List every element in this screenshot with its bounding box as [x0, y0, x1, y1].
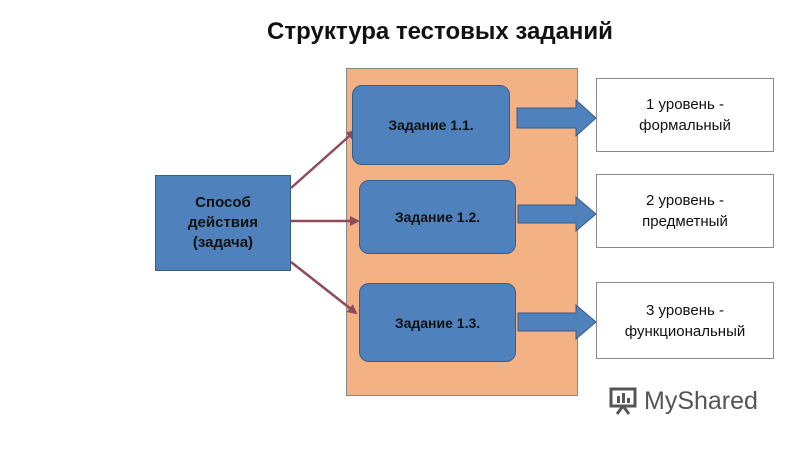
task-box-3: Задание 1.3. — [359, 283, 516, 362]
level-box-3: 3 уровень - функциональный — [596, 282, 774, 359]
level-1-line-2: формальный — [639, 117, 731, 134]
task-label-1: Задание 1.1. — [388, 117, 474, 133]
task-label-2: Задание 1.2. — [394, 209, 481, 225]
source-line-3: (задача) — [192, 234, 254, 251]
level-3-line-1: 3 уровень - — [646, 301, 724, 319]
level-box-2: 2 уровень - предметный — [596, 174, 774, 248]
diagram-title: Структура тестовых заданий — [267, 18, 613, 45]
level-3-line-2: функциональный — [624, 322, 746, 340]
source-line-2: действия — [188, 214, 258, 231]
connector-arrow-1 — [290, 129, 357, 189]
level-1-line-1: 1 уровень - — [646, 96, 724, 113]
method-of-action-box: Способ действия (задача) — [155, 175, 291, 271]
presentation-board-icon — [608, 386, 638, 416]
watermark: MyShared — [608, 386, 758, 416]
source-line-1: Способ — [195, 194, 251, 211]
task-box-1: Задание 1.1. — [352, 85, 510, 165]
task-box-2: Задание 1.2. — [359, 180, 516, 254]
level-2-line-2: предметный — [642, 213, 728, 230]
level-2-line-1: 2 уровень - — [646, 192, 724, 209]
connector-arrow-3 — [290, 261, 358, 315]
task-label-3: Задание 1.3. — [394, 314, 481, 331]
watermark-text: MyShared — [644, 386, 758, 415]
block-arrow-3 — [517, 303, 597, 341]
level-box-1: 1 уровень - формальный — [596, 78, 774, 152]
block-arrow-1 — [516, 98, 597, 138]
block-arrow-2 — [517, 195, 597, 233]
